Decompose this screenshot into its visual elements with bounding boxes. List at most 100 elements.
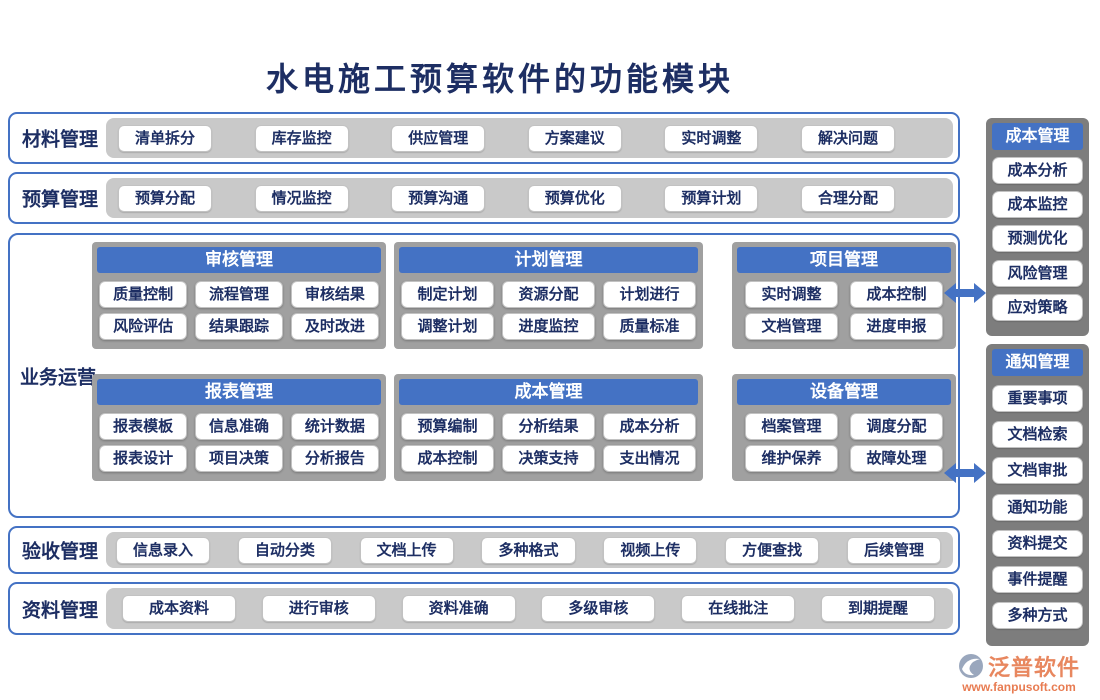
panel-project-management: 项目管理 实时调整成本控制文档管理进度申报 [732, 242, 956, 349]
feature-chip: 进度申报 [850, 313, 943, 340]
sidebar-cost-title: 成本管理 [992, 123, 1083, 150]
band-budget-label: 预算管理 [22, 189, 99, 211]
feature-chip: 资料提交 [992, 529, 1083, 557]
feature-chip: 计划进行 [603, 281, 696, 308]
feature-chip: 分析结果 [502, 413, 595, 440]
panel-equipment-title: 设备管理 [737, 379, 951, 405]
feature-chip: 风险管理 [992, 259, 1083, 287]
band-acceptance-items: 信息录入自动分类文档上传多种格式视频上传方便查找后续管理 [106, 532, 953, 568]
band-documents: 资料管理 成本资料进行审核资料准确多级审核在线批注到期提醒 [8, 582, 960, 635]
feature-chip: 进行审核 [261, 595, 376, 622]
feature-chip: 实时调整 [745, 281, 838, 308]
band-documents-items: 成本资料进行审核资料准确多级审核在线批注到期提醒 [106, 588, 953, 629]
feature-chip: 信息录入 [116, 536, 211, 564]
feature-chip: 资料准确 [401, 595, 516, 622]
band-documents-label: 资料管理 [22, 600, 99, 621]
feature-chip: 故障处理 [850, 445, 943, 472]
feature-chip: 后续管理 [846, 536, 941, 564]
panel-plan-items: 制定计划资源分配计划进行调整计划进度监控质量标准 [399, 273, 698, 344]
sidebar-cost-management: 成本管理 成本分析成本监控预测优化风险管理应对策略 [986, 118, 1089, 336]
double-arrow-icon [944, 463, 986, 483]
feature-chip: 成本分析 [992, 157, 1083, 185]
feature-chip: 多种格式 [481, 536, 576, 564]
feature-chip: 及时改进 [290, 313, 379, 340]
band-budget: 预算管理 预算分配情况监控预算沟通预算优化预算计划合理分配 [8, 172, 960, 224]
feature-chip: 项目决策 [194, 445, 284, 472]
panel-audit-items: 质量控制流程管理审核结果风险评估结果跟踪及时改进 [97, 273, 381, 344]
feature-chip: 进度监控 [502, 313, 595, 340]
feature-chip: 风险评估 [99, 313, 188, 340]
panel-report-items: 报表模板信息准确统计数据报表设计项目决策分析报告 [97, 405, 381, 476]
band-materials-label: 材料管理 [22, 129, 99, 151]
feature-chip: 成本控制 [850, 281, 943, 308]
feature-chip: 支出情况 [603, 445, 696, 472]
feature-chip: 视频上传 [603, 536, 698, 564]
panel-audit-management: 审核管理 质量控制流程管理审核结果风险评估结果跟踪及时改进 [92, 242, 386, 349]
feature-chip: 自动分类 [237, 536, 332, 564]
panel-equipment-management: 设备管理 档案管理调度分配维护保养故障处理 [732, 374, 956, 481]
feature-chip: 成本监控 [992, 191, 1083, 219]
fanpu-logo-icon [958, 654, 983, 678]
sidebar-notification-items: 重要事项文档检索文档审批通知功能资料提交事件提醒多种方式 [992, 376, 1083, 638]
feature-chip: 库存监控 [254, 124, 349, 152]
sidebar-notification-management: 通知管理 重要事项文档检索文档审批通知功能资料提交事件提醒多种方式 [986, 344, 1089, 646]
feature-chip: 文档管理 [745, 313, 838, 340]
panel-cost-items: 预算编制分析结果成本分析成本控制决策支持支出情况 [399, 405, 698, 476]
feature-chip: 档案管理 [745, 413, 838, 440]
feature-chip: 文档审批 [992, 457, 1083, 485]
band-acceptance: 验收管理 信息录入自动分类文档上传多种格式视频上传方便查找后续管理 [8, 526, 960, 574]
feature-chip: 质量控制 [99, 281, 188, 308]
feature-chip: 合理分配 [800, 184, 895, 212]
feature-chip: 预算计划 [664, 184, 759, 212]
feature-chip: 文档检索 [992, 421, 1083, 449]
feature-chip: 多级审核 [541, 595, 656, 622]
feature-chip: 决策支持 [502, 445, 595, 472]
panel-cost-title: 成本管理 [399, 379, 698, 405]
feature-chip: 解决问题 [800, 124, 895, 152]
feature-chip: 应对策略 [992, 293, 1083, 321]
feature-chip: 到期提醒 [820, 595, 935, 622]
feature-chip: 制定计划 [401, 281, 494, 308]
feature-chip: 分析报告 [290, 445, 379, 472]
feature-chip: 维护保养 [745, 445, 838, 472]
band-materials: 材料管理 清单拆分库存监控供应管理方案建议实时调整解决问题 [8, 112, 960, 164]
feature-chip: 供应管理 [391, 124, 486, 152]
panel-plan-management: 计划管理 制定计划资源分配计划进行调整计划进度监控质量标准 [394, 242, 703, 349]
band-materials-items: 清单拆分库存监控供应管理方案建议实时调整解决问题 [106, 118, 953, 158]
double-arrow-icon [944, 283, 986, 303]
feature-chip: 方案建议 [527, 124, 622, 152]
vendor-logo-text: 泛普软件 [987, 655, 1080, 680]
feature-chip: 成本分析 [603, 413, 696, 440]
feature-chip: 调度分配 [850, 413, 943, 440]
panel-project-items: 实时调整成本控制文档管理进度申报 [737, 273, 951, 344]
feature-chip: 情况监控 [254, 184, 349, 212]
band-budget-items: 预算分配情况监控预算沟通预算优化预算计划合理分配 [106, 178, 953, 218]
feature-chip: 预算优化 [527, 184, 622, 212]
panel-project-title: 项目管理 [737, 247, 951, 273]
feature-chip: 实时调整 [664, 124, 759, 152]
feature-chip: 报表设计 [99, 445, 188, 472]
feature-chip: 多种方式 [992, 601, 1083, 629]
feature-chip: 重要事项 [992, 385, 1083, 413]
page-title: 水电施工预算软件的功能模块 [265, 61, 734, 97]
feature-chip: 方便查找 [725, 536, 820, 564]
business-operations-box: 业务运营 审核管理 质量控制流程管理审核结果风险评估结果跟踪及时改进 计划管理 … [8, 233, 960, 518]
feature-chip: 质量标准 [603, 313, 696, 340]
panel-report-title: 报表管理 [97, 379, 381, 405]
feature-chip: 调整计划 [401, 313, 494, 340]
panel-equipment-items: 档案管理调度分配维护保养故障处理 [737, 405, 951, 476]
feature-chip: 统计数据 [290, 413, 379, 440]
panel-cost-management: 成本管理 预算编制分析结果成本分析成本控制决策支持支出情况 [394, 374, 703, 481]
feature-chip: 通知功能 [992, 493, 1083, 521]
feature-chip: 在线批注 [681, 595, 796, 622]
band-acceptance-label: 验收管理 [22, 541, 99, 563]
feature-chip: 结果跟踪 [194, 313, 284, 340]
panel-audit-title: 审核管理 [97, 247, 381, 273]
feature-chip: 预算沟通 [391, 184, 486, 212]
vendor-logo: 泛普软件 www.fanpusoft.com [944, 650, 1094, 694]
feature-chip: 报表模板 [99, 413, 188, 440]
sidebar-notification-title: 通知管理 [992, 349, 1083, 376]
sidebar-cost-items: 成本分析成本监控预测优化风险管理应对策略 [992, 150, 1083, 328]
panel-report-management: 报表管理 报表模板信息准确统计数据报表设计项目决策分析报告 [92, 374, 386, 481]
vendor-logo-url: www.fanpusoft.com [962, 680, 1076, 694]
